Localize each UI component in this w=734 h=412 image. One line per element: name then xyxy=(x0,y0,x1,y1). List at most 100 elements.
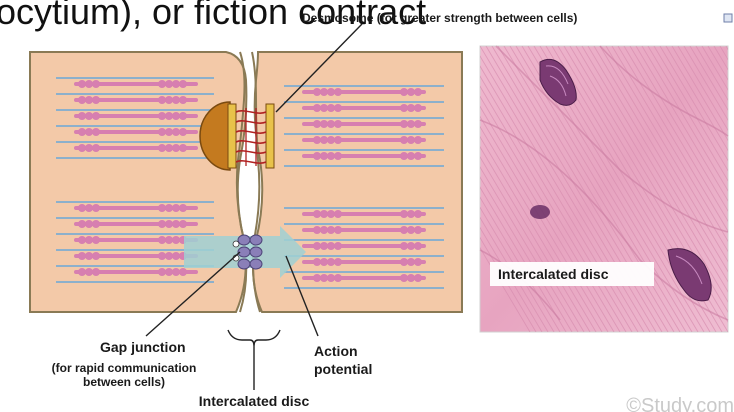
myosin-head xyxy=(414,152,422,160)
myosin-head xyxy=(165,112,173,120)
myosin-head xyxy=(78,252,86,260)
myosin-head xyxy=(407,104,415,112)
header-partial-text: ocytium), or fiction contract xyxy=(0,0,426,32)
myosin-head xyxy=(320,258,328,266)
myosin-head xyxy=(85,252,93,260)
myosin-head xyxy=(179,96,187,104)
myosin-head xyxy=(158,204,166,212)
myosin-head xyxy=(78,128,86,136)
myosin-head xyxy=(400,242,408,250)
myosin-head xyxy=(320,152,328,160)
myosin-head xyxy=(334,136,342,144)
myosin-head xyxy=(158,144,166,152)
desmosome xyxy=(199,101,275,171)
action-potential-label-line-2: potential xyxy=(314,361,372,377)
myosin-head xyxy=(320,88,328,96)
myosin-head xyxy=(407,210,415,218)
myosin-head xyxy=(327,104,335,112)
myosin-head xyxy=(414,136,422,144)
myosin-head xyxy=(320,104,328,112)
myosin-head xyxy=(172,112,180,120)
myosin-head xyxy=(327,226,335,234)
myosin-head xyxy=(407,152,415,160)
myosin-head xyxy=(165,236,173,244)
myosin-head xyxy=(78,144,86,152)
myosin-head xyxy=(400,136,408,144)
striation-line xyxy=(581,46,728,293)
striation-line xyxy=(629,46,728,212)
myosin-head xyxy=(400,258,408,266)
myosin-head xyxy=(334,120,342,128)
myosin-head xyxy=(78,96,86,104)
myosin-head xyxy=(158,268,166,276)
myosin-head xyxy=(92,112,100,120)
myosin-head xyxy=(313,88,321,96)
myosin-head xyxy=(320,226,328,234)
myosin-head xyxy=(320,242,328,250)
myosin-head xyxy=(165,252,173,260)
myosin-head xyxy=(327,242,335,250)
myosin-head xyxy=(85,144,93,152)
striation-line xyxy=(569,46,728,313)
striation-line xyxy=(599,46,728,263)
striation-line xyxy=(659,46,728,162)
striation-line xyxy=(653,46,728,172)
myosin-head xyxy=(92,144,100,152)
myosin-head xyxy=(179,204,187,212)
myosin-head xyxy=(334,226,342,234)
myosin-head xyxy=(172,252,180,260)
myosin-head xyxy=(334,242,342,250)
cell-nucleus-3 xyxy=(667,248,712,302)
myosin-head xyxy=(92,220,100,228)
myosin-head xyxy=(85,80,93,88)
myosin-head xyxy=(92,268,100,276)
myosin-head xyxy=(327,120,335,128)
striation-line xyxy=(593,46,728,273)
myosin-head xyxy=(172,128,180,136)
myosin-head xyxy=(165,204,173,212)
myosin-head xyxy=(414,242,422,250)
myosin-head xyxy=(158,80,166,88)
striation-line xyxy=(665,46,728,152)
myosin-head xyxy=(320,120,328,128)
myosin-head xyxy=(414,210,422,218)
myosin-head xyxy=(165,128,173,136)
myosin-head xyxy=(92,204,100,212)
myosin-head xyxy=(320,136,328,144)
myosin-head xyxy=(78,236,86,244)
myosin-head xyxy=(78,80,86,88)
myosin-head xyxy=(92,80,100,88)
myosin-head xyxy=(85,96,93,104)
gap-junction-note-line-2: between cells) xyxy=(83,375,165,389)
myosin-head xyxy=(407,242,415,250)
myosin-head xyxy=(414,120,422,128)
myosin-head xyxy=(327,274,335,282)
cell-nucleus-2 xyxy=(530,205,550,219)
myosin-head xyxy=(85,204,93,212)
myosin-head xyxy=(165,96,173,104)
cell-nucleus xyxy=(539,58,577,106)
myosin-head xyxy=(158,128,166,136)
myosin-head xyxy=(414,274,422,282)
myosin-head xyxy=(313,226,321,234)
right-myofilaments xyxy=(284,85,444,289)
myosin-head xyxy=(313,120,321,128)
myosin-head xyxy=(92,252,100,260)
striation-line xyxy=(647,46,728,182)
myosin-head xyxy=(172,144,180,152)
myosin-head xyxy=(85,112,93,120)
myosin-head xyxy=(327,152,335,160)
myosin-head xyxy=(172,268,180,276)
myosin-head xyxy=(414,104,422,112)
myosin-head xyxy=(179,220,187,228)
myosin-head xyxy=(400,88,408,96)
myosin-head xyxy=(158,112,166,120)
myosin-head xyxy=(313,136,321,144)
myosin-head xyxy=(172,220,180,228)
myosin-head xyxy=(179,144,187,152)
myosin-head xyxy=(179,112,187,120)
myosin-head xyxy=(334,274,342,282)
myosin-head xyxy=(400,120,408,128)
desmosome-label: Desmosome (for greater strength between … xyxy=(302,11,577,25)
corner-icon xyxy=(723,13,733,23)
